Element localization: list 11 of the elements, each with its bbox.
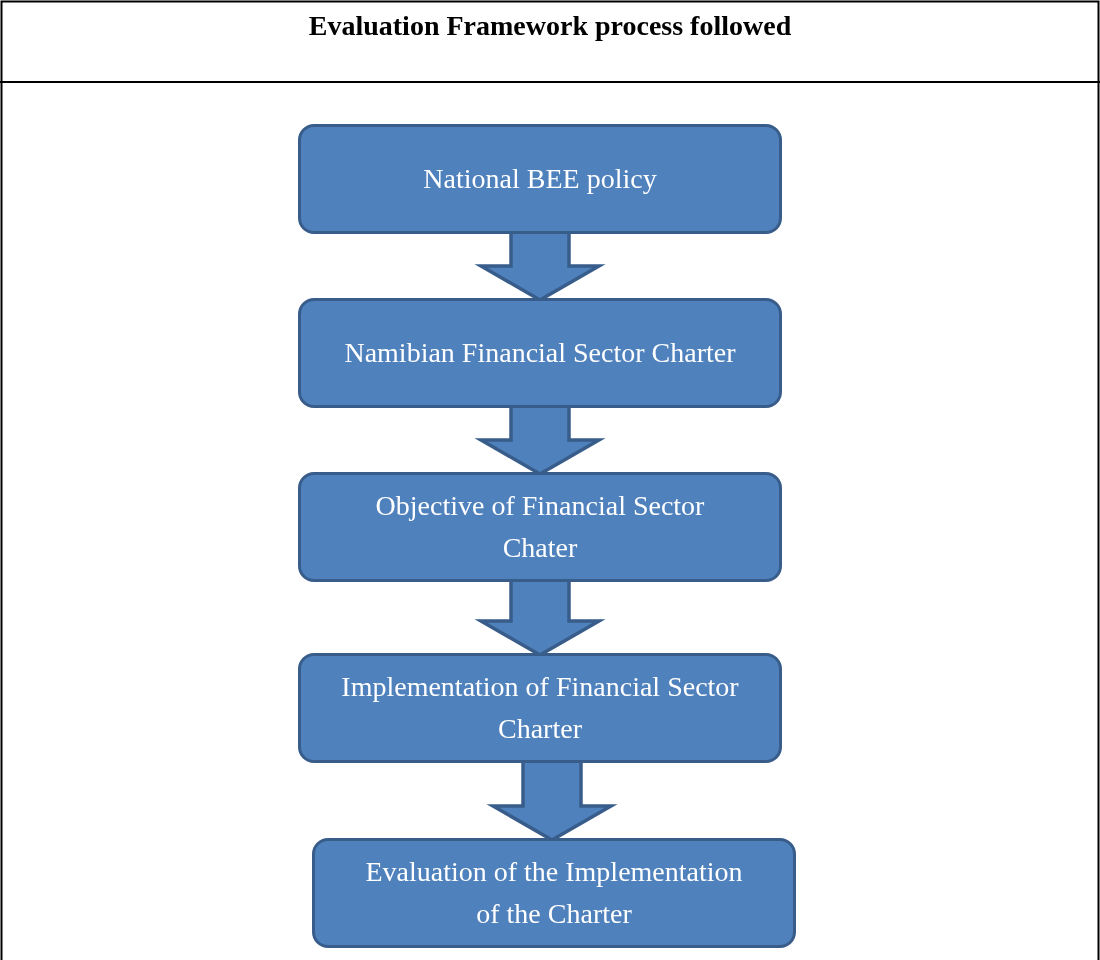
process-box	[312, 838, 796, 948]
box-text: Objective of Financial Sector Chater	[374, 489, 706, 565]
box-text: Evaluation of the Implementation of the Charter	[364, 855, 744, 931]
process-box	[298, 653, 782, 763]
table-title: Evaluation Framework process followed	[307, 10, 793, 42]
process-box	[298, 472, 782, 582]
box-text: Implementation of Financial Sector Charter	[340, 670, 740, 746]
box-text: Namibian Financial Sector Charter	[343, 336, 737, 370]
process-box	[298, 124, 782, 234]
process-box	[298, 298, 782, 408]
box-text: National BEE policy	[422, 162, 658, 196]
